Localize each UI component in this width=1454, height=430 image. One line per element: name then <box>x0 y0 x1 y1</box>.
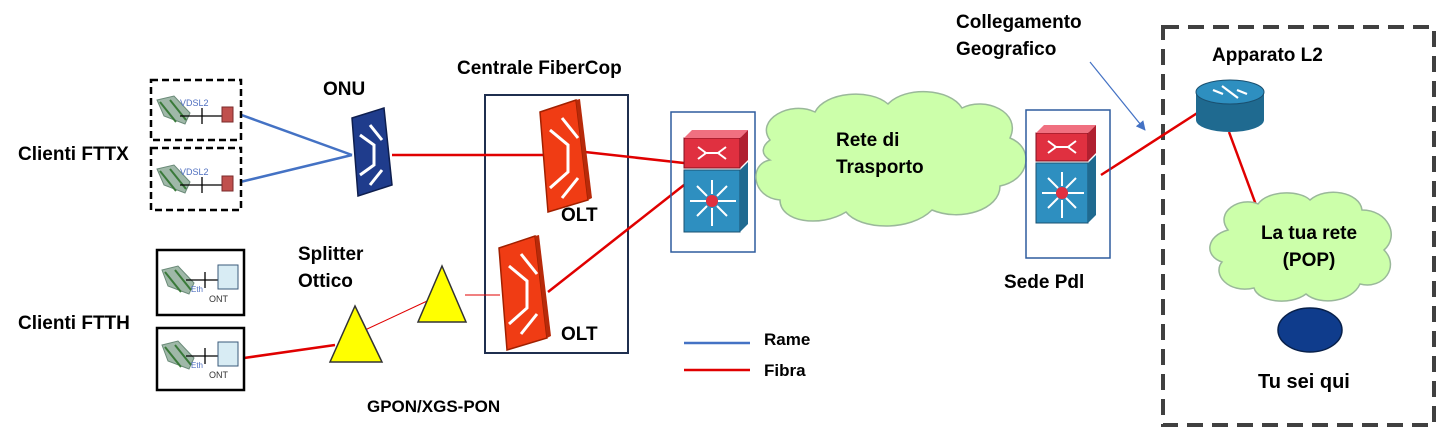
legend-rame-label: Rame <box>764 330 811 349</box>
fiber-olt2-switch <box>547 184 685 293</box>
customer-network-cloud <box>1209 191 1392 302</box>
legend-fibra-label: Fibra <box>764 361 806 380</box>
clienti-fttx-label: Clienti FTTX <box>18 144 129 165</box>
collegamento-line1: Collegamento <box>956 12 1082 33</box>
you-are-here-marker <box>1277 307 1343 353</box>
geographic-link-arrow <box>1089 61 1146 131</box>
collegamento-line2: Geografico <box>956 39 1057 60</box>
l3-switch-icon-2 <box>1025 109 1111 259</box>
tu-sei-qui-label: Tu sei qui <box>1258 371 1350 393</box>
olt-bottom-label: OLT <box>561 324 598 345</box>
olt-top-icon <box>539 98 592 213</box>
olt-bottom-icon <box>498 234 551 351</box>
rete-trasporto-line2: Trasporto <box>836 157 924 178</box>
tua-rete-line2: (POP) <box>1282 250 1336 271</box>
customer-site-boundary <box>1161 25 1436 427</box>
splitter-icon-2 <box>416 264 468 323</box>
fiber-ftth-splitter <box>243 343 336 360</box>
fttx-client-1: VDSL2 <box>149 78 243 142</box>
splitter-icon-1 <box>328 304 384 363</box>
vdsl-label-2: VDSL2 <box>180 167 209 177</box>
fttx-client-2: VDSL2 <box>149 146 243 212</box>
eth-label-1: Eth <box>191 285 203 294</box>
ftth-client-2: Eth ONT <box>155 326 246 392</box>
copper-line-fttx-2 <box>235 153 353 185</box>
fiber-sede-apparato <box>1100 108 1203 177</box>
l3-switch-icon-1 <box>670 111 756 253</box>
centrale-box <box>484 94 629 354</box>
router-icon <box>1195 79 1265 132</box>
ont-label-2: ONT <box>209 370 229 380</box>
clienti-ftth-label: Clienti FTTH <box>18 313 130 334</box>
fiber-olt-switch <box>584 150 685 165</box>
tua-rete-line1: La tua rete <box>1260 223 1358 244</box>
olt-top-label: OLT <box>561 205 598 226</box>
splitter-label-line2: Ottico <box>298 271 353 292</box>
apparato-l2-label: Apparato L2 <box>1212 45 1323 66</box>
splitter-label-line1: Splitter <box>298 244 364 265</box>
onu-icon <box>351 107 393 198</box>
fiber-apparato-rete <box>1227 131 1261 214</box>
ftth-client-1: Eth ONT <box>155 248 246 317</box>
vdsl-label-1: VDSL2 <box>180 98 209 108</box>
rete-trasporto-line1: Rete di <box>836 130 900 151</box>
onu-label: ONU <box>323 79 366 100</box>
sede-pdl-label: Sede Pdl <box>1004 272 1085 293</box>
eth-label-2: Eth <box>191 361 203 370</box>
copper-line-fttx-1 <box>235 111 353 157</box>
centrale-label: Centrale FiberCop <box>457 58 622 79</box>
gpon-label: GPON/XGS-PON <box>367 397 501 416</box>
transport-network-cloud <box>755 91 1027 227</box>
ont-label-1: ONT <box>209 294 229 304</box>
